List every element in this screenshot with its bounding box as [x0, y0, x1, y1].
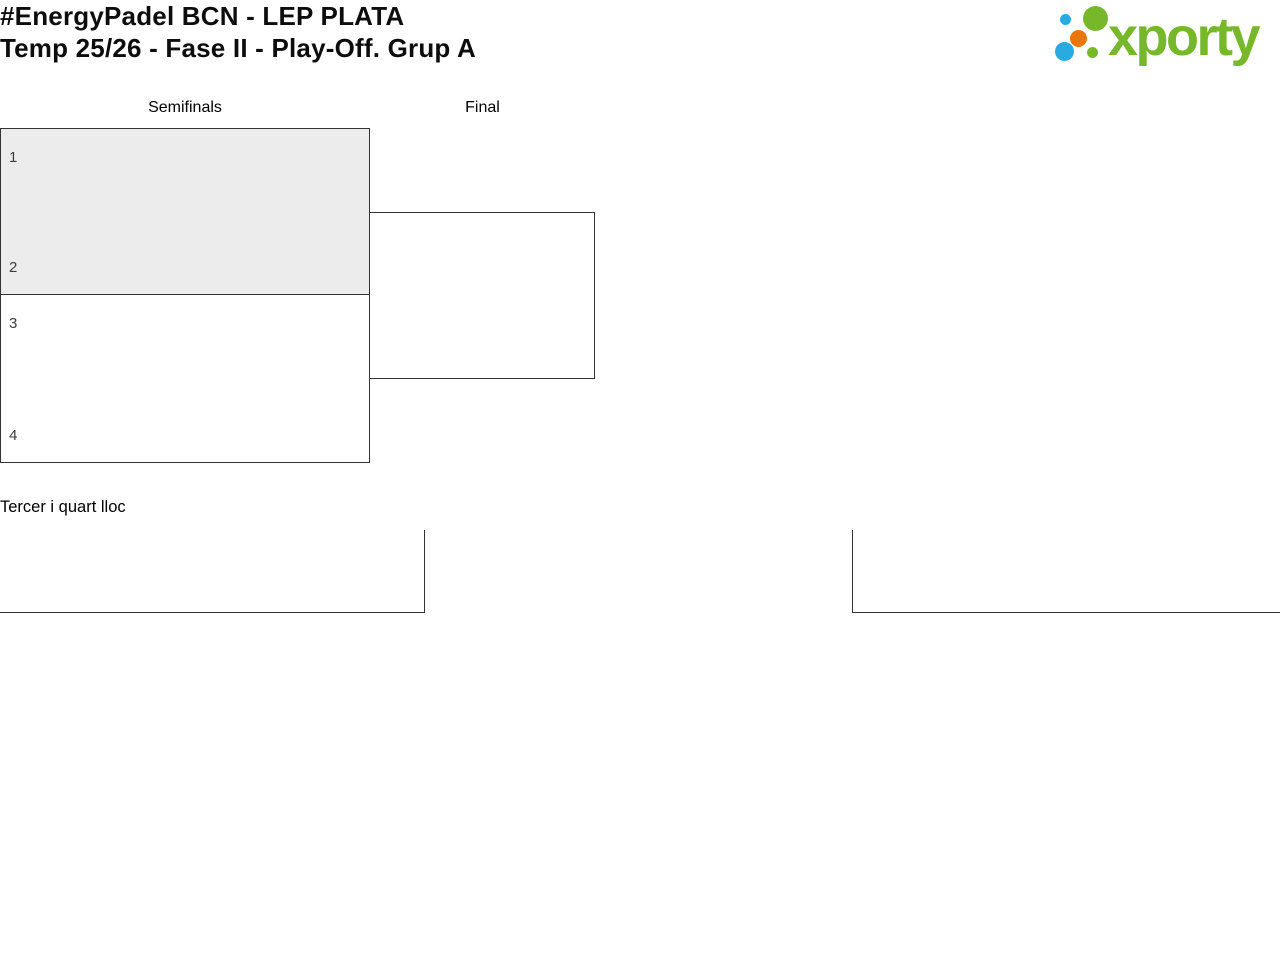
page-title-line2: Temp 25/26 - Fase II - Play-Off. Grup A	[0, 33, 476, 63]
third-place-match-right-box[interactable]	[852, 530, 1280, 613]
match-final[interactable]	[369, 212, 595, 379]
seed-label-1: 1	[9, 149, 18, 166]
seed-label-3: 3	[9, 315, 18, 332]
logo-dot-blue-small-icon	[1060, 14, 1071, 25]
third-place-match-left-box[interactable]	[0, 530, 425, 613]
match-semifinal-1[interactable]: 1 2	[0, 128, 370, 295]
round-header-semifinals: Semifinals	[148, 99, 222, 116]
page-title-line1: #EnergyPadel BCN - LEP PLATA	[0, 1, 405, 31]
page-title: #EnergyPadel BCN - LEP PLATA Temp 25/26 …	[0, 0, 476, 64]
round-header-final: Final	[465, 99, 500, 116]
seed-label-2: 2	[9, 259, 18, 276]
logo-dot-blue-big-icon	[1055, 42, 1074, 61]
xporty-logo[interactable]: xporty	[1052, 2, 1280, 74]
logo-wordmark: xporty	[1108, 7, 1261, 67]
logo-dot-orange-icon	[1070, 30, 1087, 47]
match-semifinal-2[interactable]: 3 4	[0, 295, 370, 463]
consolation-title: Tercer i quart lloc	[0, 498, 126, 516]
logo-dot-green-big-icon	[1083, 6, 1108, 31]
seed-label-4: 4	[9, 427, 18, 444]
logo-dot-green-small-icon	[1087, 47, 1098, 58]
